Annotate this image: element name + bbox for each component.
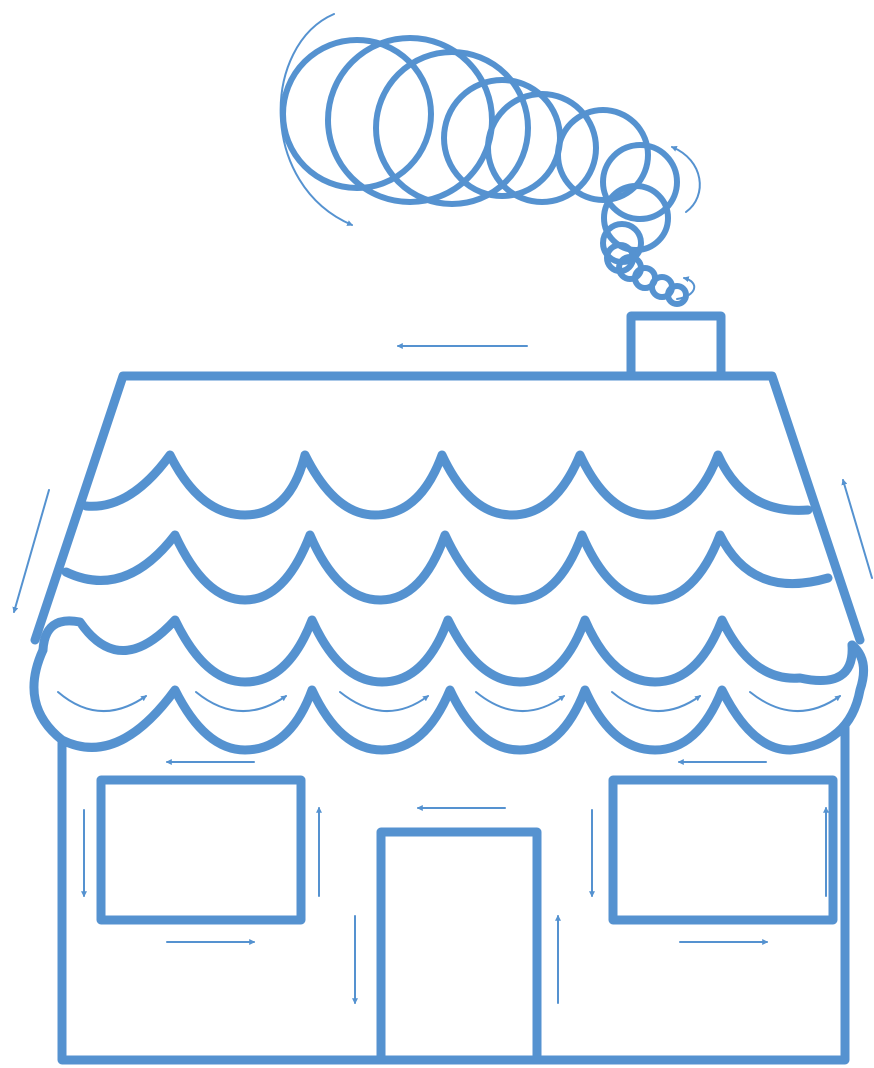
smoke-ring [488, 94, 596, 202]
smoke-ring [444, 80, 560, 196]
scalloped-shingles-icon [34, 455, 864, 750]
smoke-ring [376, 52, 528, 204]
roof-icon [35, 376, 860, 640]
tracing-direction-arrow-icon [58, 692, 146, 711]
smoke-ring [668, 286, 686, 304]
left-window-icon [101, 780, 301, 920]
right-window-icon [613, 780, 833, 920]
tracing-direction-arrow-icon [340, 692, 428, 711]
chimney-icon [631, 316, 721, 376]
shingle-row-1 [86, 455, 808, 515]
tracing-arrows [14, 346, 872, 1003]
tracing-direction-arrow-icon [750, 692, 840, 711]
shingle-row-2 [66, 535, 828, 600]
shingle-row-3 [43, 620, 852, 682]
tracing-direction-arrow-icon [196, 692, 286, 711]
tracing-direction-arrow-icon [14, 490, 49, 612]
tracing-direction-arrow-icon [843, 480, 872, 578]
tracing-direction-arrow-icon [476, 692, 564, 711]
tracing-direction-arrow-icon [612, 692, 700, 711]
smoke-spiral-icon [283, 38, 686, 304]
tracing-direction-arrow-icon [281, 14, 352, 225]
door-icon [381, 832, 537, 1060]
shingle-row-4 [34, 645, 864, 750]
house-walls [62, 725, 845, 1060]
